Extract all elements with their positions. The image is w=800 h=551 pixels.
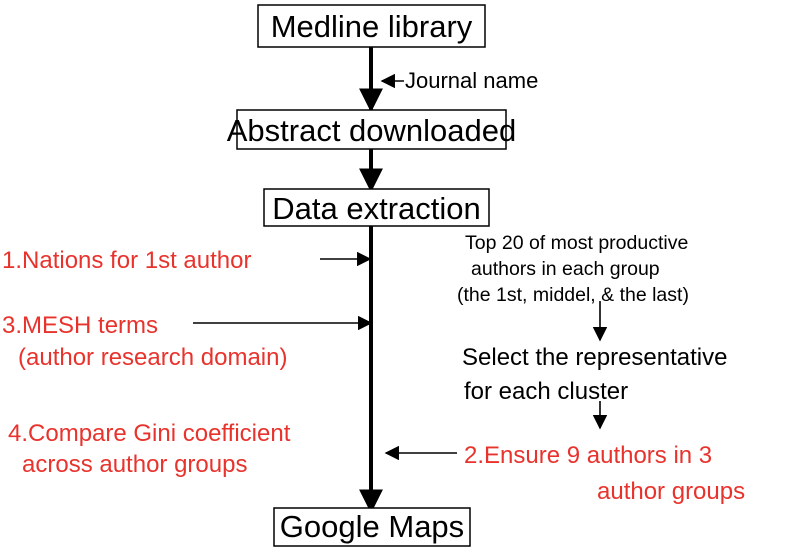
note-top20-line2: authors in each group — [471, 258, 660, 280]
note-top20-line1: Top 20 of most productive — [465, 232, 688, 254]
note-select-line1: Select the representative — [462, 344, 728, 371]
step-ensure-line2: author groups — [597, 478, 745, 505]
node-google-maps: Google Maps — [273, 507, 471, 547]
node-abstract-downloaded: Abstract downloaded — [227, 109, 517, 150]
step-ensure-line1: 2.Ensure 9 authors in 3 — [464, 442, 712, 469]
node-medline-label: Medline library — [271, 9, 473, 44]
step-nations-label: 1.Nations for 1st author — [2, 247, 251, 274]
step-gini-line2: across author groups — [22, 451, 247, 478]
node-abstract-label: Abstract downloaded — [227, 113, 517, 148]
node-maps-label: Google Maps — [280, 509, 464, 544]
step-gini-line1: 4.Compare Gini coefficient — [8, 420, 291, 447]
note-select-line2: for each cluster — [464, 378, 628, 405]
step-mesh-line1: 3.MESH terms — [2, 312, 158, 339]
node-medline-library: Medline library — [257, 4, 486, 48]
note-top20-line3: (the 1st, middel, & the last) — [457, 284, 689, 306]
step-mesh-line2: (author research domain) — [18, 344, 287, 371]
node-data-extraction: Data extraction — [263, 188, 490, 227]
node-extraction-label: Data extraction — [272, 191, 481, 226]
journal-name-label: Journal name — [405, 68, 538, 93]
